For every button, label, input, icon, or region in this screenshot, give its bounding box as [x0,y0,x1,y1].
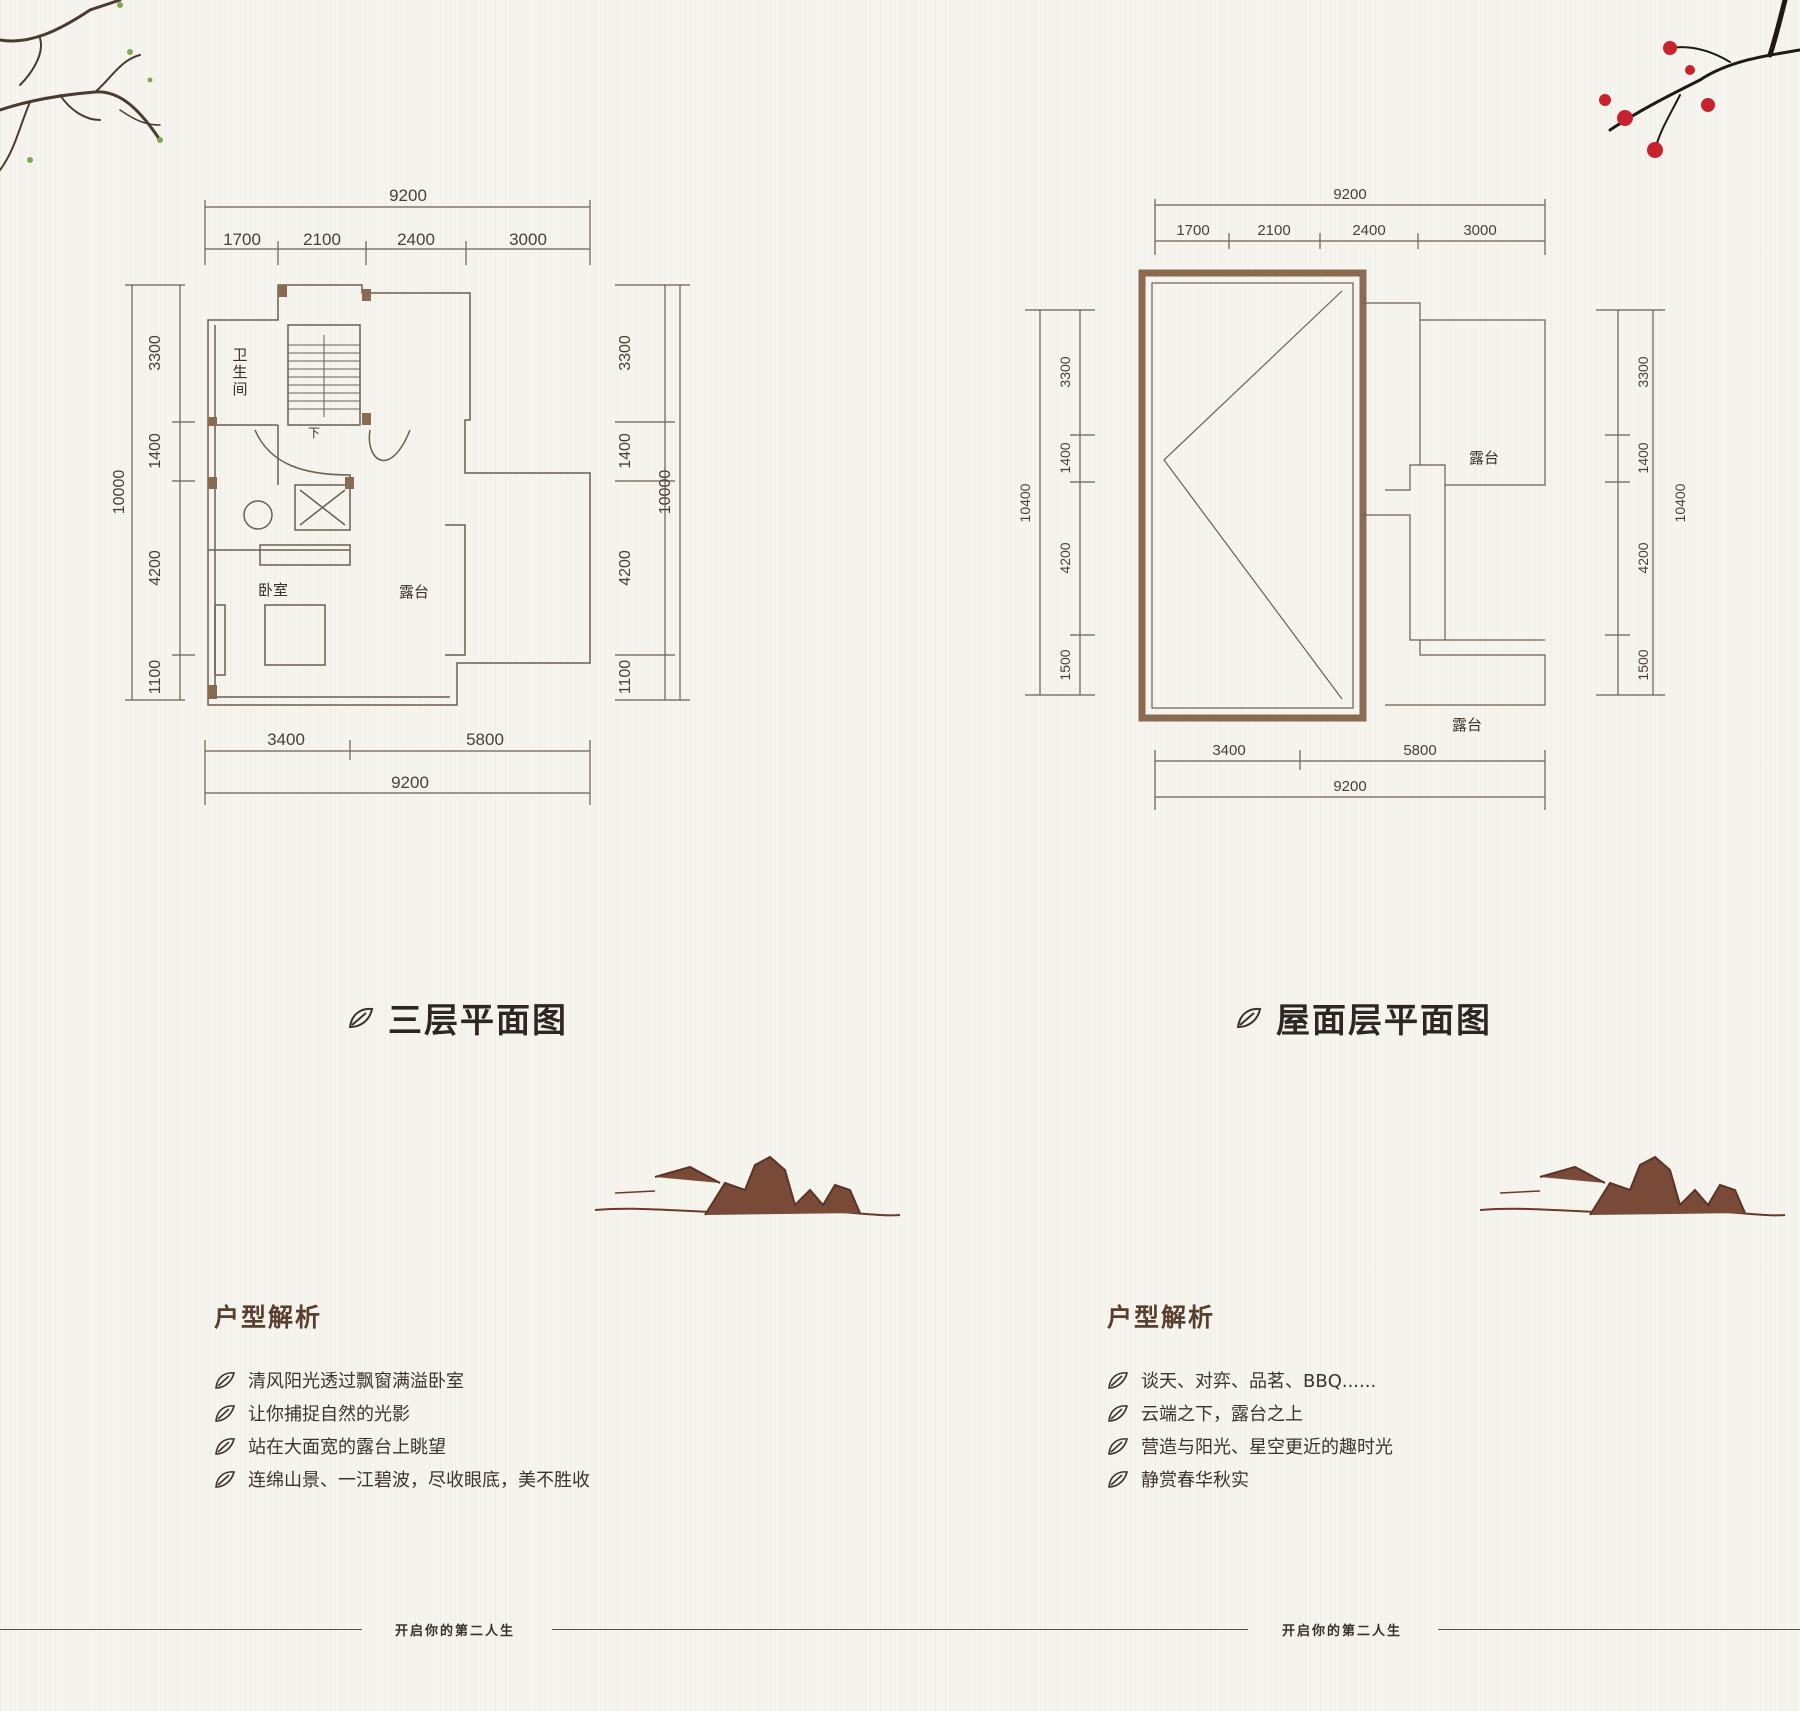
leaf-icon [1108,1404,1128,1422]
list-item: 静赏春华秋实 [1107,1462,1393,1495]
footer-slogan-left: 开启你的第二人生 [395,1624,516,1639]
dim-top-4: 3000 [509,230,547,249]
dim-top-1: 1700 [223,230,261,249]
dim-bottom-1: 3400 [267,730,305,749]
dim-top-3: 2400 [397,230,435,249]
leaf-icon [1236,1007,1262,1028]
dim-top-2: 2100 [303,230,341,249]
roof-dim-right-4: 1500 [1635,649,1651,680]
roof-dim-left-1: 3300 [1057,356,1073,387]
dim-bottom-2: 5800 [466,730,504,749]
footer-divider-1 [0,1629,362,1630]
leaf-icon [215,1371,235,1389]
room-bedroom: 卧室 [258,582,288,599]
roof-terrace-top: 露台 [1469,450,1499,467]
dim-right-1: 3300 [617,335,634,371]
plan-title-roof: 屋面层平面图 [1236,993,1492,1042]
plan-title-third-floor-text: 三层平面图 [388,1001,568,1041]
dim-left-1: 3300 [147,335,164,371]
roof-dim-left-2: 1400 [1057,442,1073,473]
leaf-icon [215,1404,235,1422]
analysis-points-left: 清风阳光透过飘窗满溢卧室 让你捕捉自然的光影 站在大面宽的露台上眺望 连绵山景、… [214,1363,590,1495]
leaf-icon [215,1470,235,1488]
roof-dim-top-total: 9200 [1333,186,1366,203]
analysis-title-right: 户型解析 [1107,1303,1216,1332]
dim-top-total: 9200 [389,186,427,205]
analysis-title-left: 户型解析 [214,1303,323,1332]
leaf-icon [215,1437,235,1455]
roof-dim-top-4: 3000 [1463,222,1496,239]
plan-title-roof-text: 屋面层平面图 [1276,1001,1492,1041]
room-bath-char-1: 卫 [232,347,247,364]
list-item: 清风阳光透过飘窗满溢卧室 [214,1363,590,1396]
dim-left-3: 4200 [147,550,164,586]
footer-slogan-right: 开启你的第二人生 [1282,1624,1403,1639]
roof-dim-top-3: 2400 [1352,222,1385,239]
dim-right-total: 10000 [657,470,674,515]
list-item: 谈天、对弈、品茗、BBQ...... [1107,1363,1393,1396]
list-item: 站在大面宽的露台上眺望 [214,1429,590,1462]
roof-dim-top-1: 1700 [1176,222,1209,239]
list-item: 云端之下，露台之上 [1107,1396,1393,1429]
room-terrace: 露台 [399,584,429,601]
plan-title-third-floor: 三层平面图 [348,993,568,1042]
stair-down: 下 [308,426,320,440]
footer-divider-3 [1438,1629,1800,1630]
footer-divider-2 [552,1629,1248,1630]
list-item: 连绵山景、一江碧波，尽收眼底，美不胜收 [214,1462,590,1495]
mountain-decoration-left [595,1155,901,1217]
plum-blossom-decoration-right [1599,0,1800,158]
roof-dim-right-3: 4200 [1635,542,1651,573]
leaf-icon [1108,1371,1128,1389]
roof-dim-right-2: 1400 [1635,442,1651,473]
mountain-decoration-right [1480,1155,1786,1217]
roof-dim-bottom-1: 3400 [1212,742,1245,759]
leaf-icon [1108,1470,1128,1488]
room-bath-char-2: 生 [232,364,247,381]
third-floor-plan: 9200 1700 2100 2400 3000 3400 5800 9200 … [111,186,690,805]
roof-terrace-bottom: 露台 [1452,717,1482,734]
branch-decoration-left [0,0,163,171]
roof-dim-left-total: 10400 [1017,483,1033,522]
list-item: 让你捕捉自然的光影 [214,1396,590,1429]
dim-right-3: 4200 [617,550,634,586]
dim-left-total: 10000 [111,470,128,515]
leaf-icon [348,1007,374,1028]
roof-dim-right-1: 3300 [1635,356,1651,387]
roof-dim-bottom-2: 5800 [1403,742,1436,759]
room-bath-char-3: 间 [232,381,247,398]
leaf-icon [1108,1437,1128,1455]
roof-dim-bottom-total: 9200 [1333,778,1366,795]
roof-dim-left-4: 1500 [1057,649,1073,680]
roof-dim-top-2: 2100 [1257,222,1290,239]
roof-dim-right-total: 10400 [1672,483,1688,522]
roof-dim-left-3: 4200 [1057,542,1073,573]
analysis-points-right: 谈天、对弈、品茗、BBQ...... 云端之下，露台之上 营造与阳光、星空更近的… [1107,1363,1393,1495]
dim-bottom-total: 9200 [391,773,429,792]
dim-left-4: 1100 [147,660,164,695]
dim-left-2: 1400 [147,433,164,469]
roof-floor-plan: 9200 1700 2100 2400 3000 3400 5800 9200 … [1017,186,1688,810]
list-item: 营造与阳光、星空更近的趣时光 [1107,1429,1393,1462]
dim-right-2: 1400 [617,433,634,469]
dim-right-4: 1100 [617,660,634,695]
